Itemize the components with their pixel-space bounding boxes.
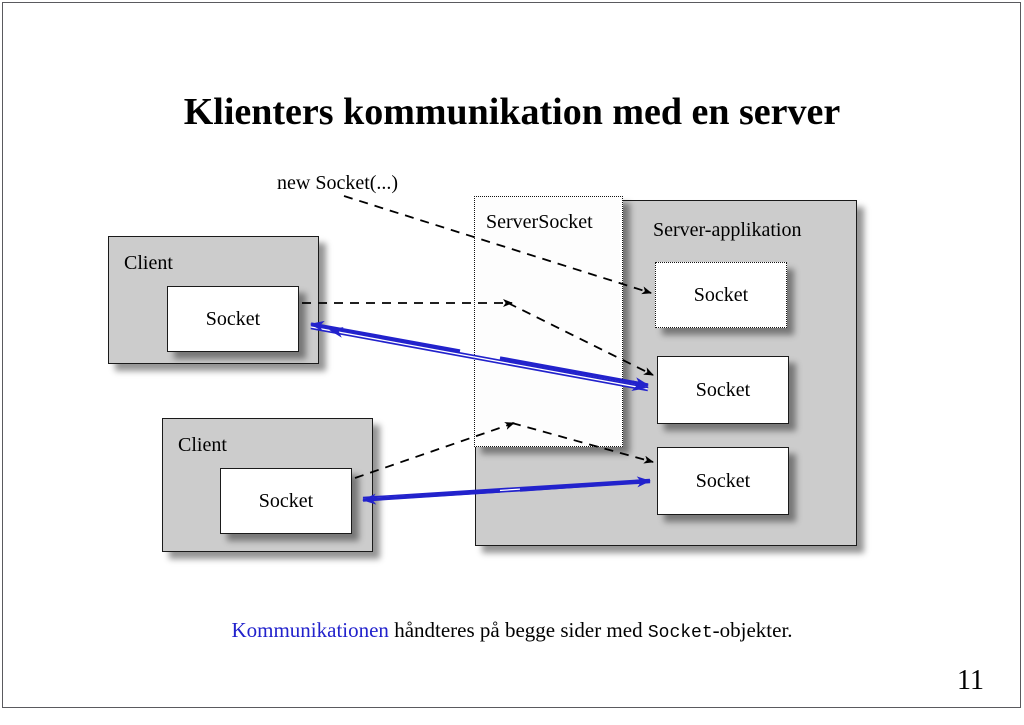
caption: Kommunikationen håndteres på begge sider… [0, 618, 1024, 643]
socket-label: Socket [258, 489, 314, 512]
new-socket-annotation: new Socket(...) [277, 172, 399, 194]
caption-mono: Socket [647, 623, 713, 643]
socket-label: Socket [695, 378, 751, 401]
client-socket-2[interactable]: Socket [220, 468, 352, 534]
page-number: 11 [957, 665, 984, 696]
server-socket-instance-2[interactable]: Socket [657, 356, 789, 424]
page-title: Klienters kommunikation med en server [183, 91, 841, 133]
caption-accent: Kommunikationen [231, 618, 389, 642]
socket-label: Socket [695, 469, 751, 492]
socket-label: Socket [205, 307, 261, 330]
server-socket-instance-1[interactable]: Socket [655, 262, 787, 328]
client-label-1: Client [124, 252, 173, 274]
client-label-2: Client [178, 434, 227, 456]
server-application-label: Server-applikation [653, 219, 802, 241]
caption-middle: håndteres på begge sider med [388, 618, 648, 642]
client-socket-1[interactable]: Socket [167, 286, 299, 352]
caption-tail: -objekter. [712, 618, 793, 642]
socket-label: Socket [693, 283, 749, 306]
server-socket-label: ServerSocket [486, 211, 593, 233]
server-socket-instance-3[interactable]: Socket [657, 447, 789, 515]
